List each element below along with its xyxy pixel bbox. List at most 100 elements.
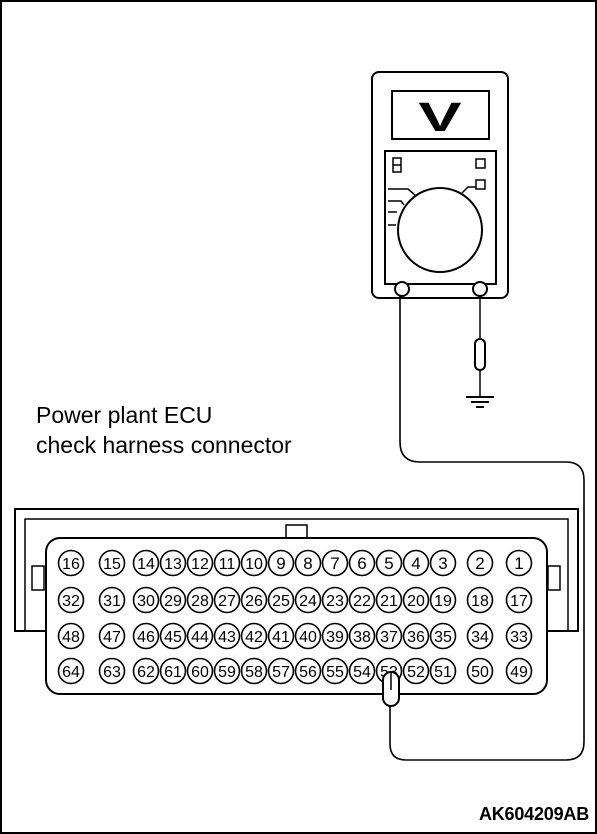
connector-pin: 56 [294,657,322,685]
connector-pin-circle [98,549,126,577]
connector-pin-label: 54 [353,664,371,681]
connector-pin-label: 10 [245,556,263,573]
connector-pin-label: 25 [272,593,290,610]
connector-pin: 37 [375,622,403,650]
connector-pin-label: 21 [380,593,398,610]
connector-pin-label: 16 [62,556,80,573]
connector-pin-circle [294,586,322,614]
connector-pin: 16 [57,549,85,577]
connector-pin-label: 58 [245,664,263,681]
connector-pin-label: 55 [326,664,344,681]
connector-pin-circle [132,549,160,577]
connector-pin: 36 [402,622,430,650]
connector-pin-circle [505,622,533,650]
connector-pin-circle [159,657,187,685]
connector-pin-label: 39 [326,629,344,646]
ground-probe-tip [474,338,486,371]
connector-pin-label: 35 [434,629,452,646]
connector-pin-circle [321,586,349,614]
connector-pin: 57 [267,657,295,685]
connector-pin-circle [213,657,241,685]
connector-pin-label: 51 [434,664,452,681]
connector-pin-circle [505,586,533,614]
connector-pin-circle [98,657,126,685]
connector-pin: 64 [57,657,85,685]
com-jack [394,281,410,297]
connector-pin: 14 [132,549,160,577]
connector-pin-label: 8 [303,554,312,573]
connector-pin: 31 [98,586,126,614]
connector-pin-label: 42 [245,629,263,646]
connector-caption-line-2: check harness connector [36,432,292,458]
connector-pin-circle [240,586,268,614]
connector-pin: 34 [466,622,494,650]
connector-pin-label: 9 [276,554,285,573]
connector-pin-circle [348,622,376,650]
connector-pin-face [45,537,548,695]
connector-pin: 38 [348,622,376,650]
connector-pin-circle [240,549,268,577]
connector-pin-circle [186,657,214,685]
connector-pin-circle [429,549,457,577]
multimeter-display [391,90,490,140]
volt-jack [472,281,488,297]
multimeter: V [371,71,509,299]
connector-pin: 44 [186,622,214,650]
connector-pin-circle [375,549,403,577]
connector-pin-label: 20 [407,593,425,610]
connector-pin: 12 [186,549,214,577]
connector-pin-label: 18 [471,593,489,610]
connector-pin-circle [466,622,494,650]
connector-pin: 28 [186,586,214,614]
connector-pin: 19 [429,586,457,614]
connector-pin-circle [159,586,187,614]
connector-pin-circle [267,657,295,685]
connector-pin: 50 [466,657,494,685]
connector-pin: 9 [267,549,295,577]
connector-pin: 55 [321,657,349,685]
connector-pin-circle [267,549,295,577]
connector-pin: 18 [466,586,494,614]
connector-pin: 25 [267,586,295,614]
connector-pin-label: 46 [137,629,155,646]
connector-pin: 62 [132,657,160,685]
connector-pin-circle [57,549,85,577]
connector-pin-circle [429,622,457,650]
connector-pin-label: 7 [330,554,339,573]
connector-pin-circle [294,657,322,685]
connector-pin-label: 6 [357,554,366,573]
connector-pin: 7 [321,549,349,577]
connector-side-key-left [31,565,45,591]
connector-pin: 60 [186,657,214,685]
display-voltage-symbol: V [418,95,461,140]
connector-pin: 1 [505,549,533,577]
connector-pin-circle [213,622,241,650]
connector-pin: 39 [321,622,349,650]
connector-pin-label: 30 [137,593,155,610]
connector-pin-circle [186,622,214,650]
connector-pin: 4 [402,549,430,577]
connector-pin: 49 [505,657,533,685]
connector-pin-circle [98,586,126,614]
connector-pin-label: 34 [471,629,489,646]
mode-button-bottom-icon [475,179,486,190]
connector-pin-label: 14 [137,556,155,573]
connector-pin: 54 [348,657,376,685]
connector-pin-label: 17 [510,593,528,610]
connector-pin-circle [294,549,322,577]
connector-pin: 58 [240,657,268,685]
connector-pin-label: 28 [191,593,209,610]
mode-button-top-icon [475,158,486,169]
connector-pin-label: 1 [514,554,523,573]
connector-pin-label: 57 [272,664,290,681]
connector-pin-circle [348,657,376,685]
connector-pin-label: 13 [164,556,182,573]
connector-pin-circle [348,586,376,614]
connector-pin-circle [159,549,187,577]
connector-pin-circle [186,549,214,577]
connector-pin-label: 38 [353,629,371,646]
